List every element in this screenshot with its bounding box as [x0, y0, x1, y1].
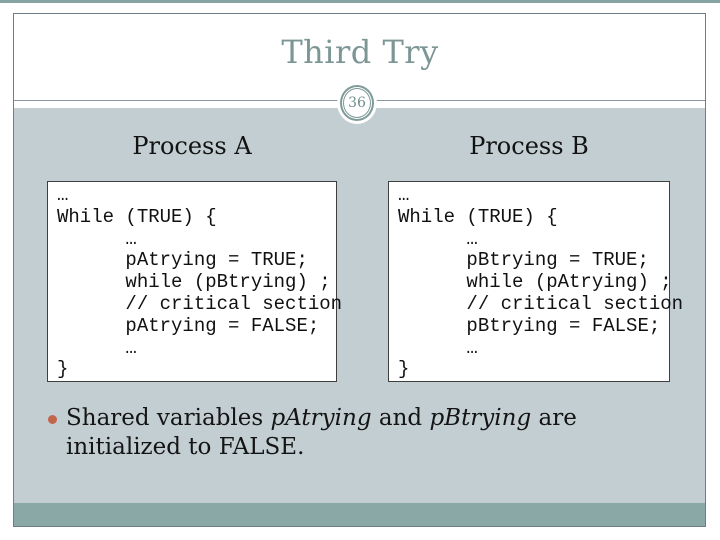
- process-b-code: … While (TRUE) { … pBtrying = TRUE; whil…: [398, 184, 684, 381]
- badge-inner-ring: [343, 88, 371, 118]
- process-b-code-box: … While (TRUE) { … pBtrying = TRUE; whil…: [388, 181, 684, 382]
- top-accent-bar: [0, 0, 720, 3]
- bullet-dot-icon: [48, 415, 57, 424]
- process-a-code: … While (TRUE) { … pAtrying = TRUE; whil…: [57, 184, 343, 381]
- slide-title: Third Try: [281, 33, 439, 71]
- process-a-heading: Process A: [132, 132, 252, 160]
- bullet-text: Shared variables pAtrying and pBtrying a…: [66, 405, 577, 460]
- bullet-item: Shared variables pAtrying and pBtrying a…: [48, 404, 668, 462]
- bottom-accent-band: [14, 503, 706, 527]
- page-number: 36: [348, 95, 366, 111]
- page-number-badge: 36: [340, 85, 374, 121]
- process-b-heading: Process B: [469, 132, 589, 160]
- process-a-code-box: … While (TRUE) { … pAtrying = TRUE; whil…: [47, 181, 343, 382]
